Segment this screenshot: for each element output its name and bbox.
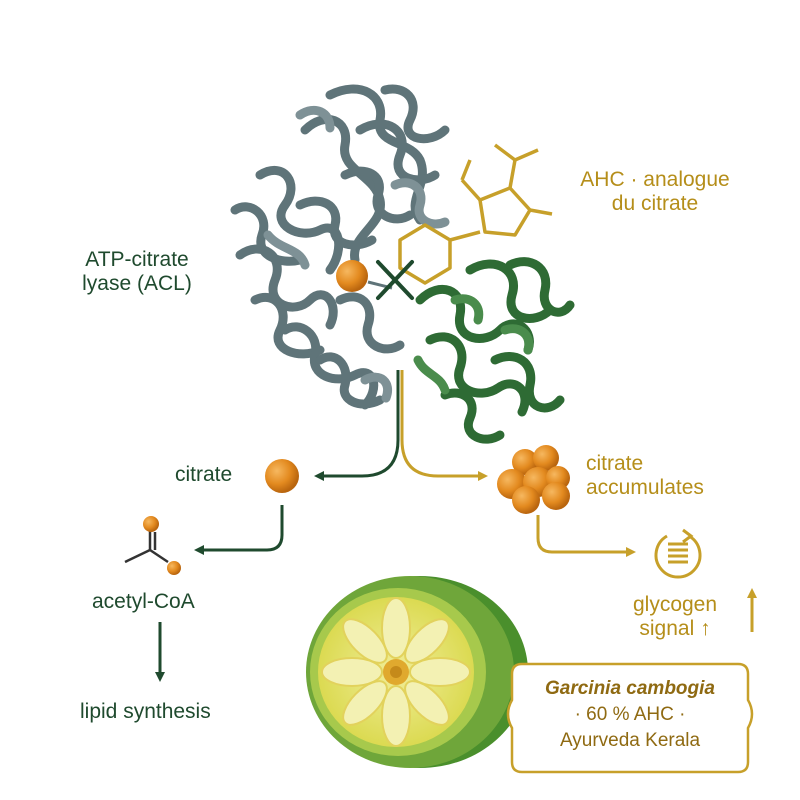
acetyl-coa-label: acetyl-CoA bbox=[92, 590, 195, 613]
ahc-molecule bbox=[398, 143, 553, 285]
glycogen-label: glycogen signal ↑ bbox=[615, 593, 735, 641]
citrate-sphere bbox=[265, 459, 299, 493]
ahc-label: AHC · analogue du citrate bbox=[555, 168, 755, 216]
sphere-cluster-icon bbox=[497, 445, 570, 514]
garcinia-name: Garcinia cambogia bbox=[544, 678, 715, 699]
arrow-to-citrate bbox=[314, 370, 400, 481]
garcinia-label-frame bbox=[506, 662, 754, 774]
citrate-label: citrate bbox=[175, 463, 233, 486]
bound-citrate-sphere bbox=[336, 260, 368, 292]
enzyme-label-line1: ATP-citrate bbox=[85, 248, 189, 271]
garcinia-fruit-icon bbox=[306, 576, 528, 768]
glycogen-label-line1: glycogen bbox=[632, 593, 718, 616]
arrow-to-accumulation bbox=[400, 370, 488, 481]
arrow-citrate-to-acetylcoa bbox=[194, 505, 284, 555]
green-enzyme-domain bbox=[413, 257, 575, 444]
inhibition-cross-icon bbox=[376, 260, 414, 300]
garcinia-label: Garcinia cambogia · 60 % AHC · Ayurveda … bbox=[512, 668, 748, 768]
accumulates-label-line1: citrate bbox=[586, 452, 644, 475]
garcinia-detail: · 60 % AHC · bbox=[574, 704, 686, 725]
enzyme-label-line2: lyase (ACL) bbox=[82, 272, 192, 295]
lipid-synthesis-label: lipid synthesis bbox=[80, 700, 211, 723]
acl-enzyme-structure bbox=[230, 84, 450, 410]
accumulates-label-line2: accumulates bbox=[586, 476, 704, 499]
ahc-label-line2: du citrate bbox=[611, 192, 699, 215]
glycogen-label-line2: signal ↑ bbox=[639, 617, 711, 640]
garcinia-origin: Ayurveda Kerala bbox=[559, 730, 701, 751]
acetyl-coa-structure-icon bbox=[124, 516, 181, 575]
accumulates-label: citrate accumulates bbox=[586, 452, 704, 500]
ahc-label-line1: AHC · analogue bbox=[580, 168, 730, 191]
glycogen-icon bbox=[654, 528, 702, 579]
enzyme-label: ATP-citrate lyase (ACL) bbox=[52, 248, 222, 296]
arrow-to-glycogen bbox=[536, 515, 636, 557]
